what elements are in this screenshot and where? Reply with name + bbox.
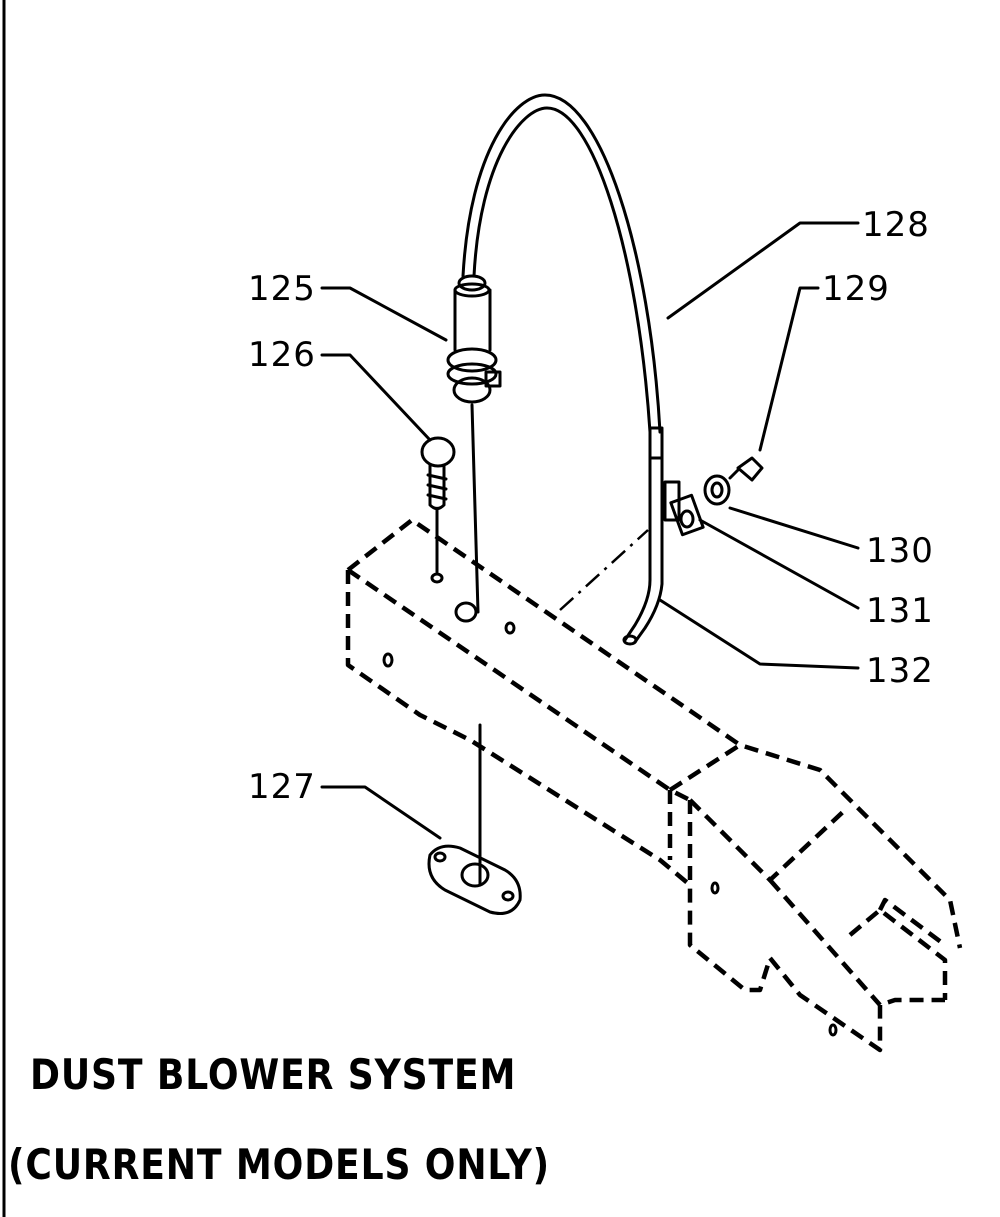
diagram-title: DUST BLOWER SYSTEM <box>30 1050 517 1099</box>
diagram-subtitle: (CURRENT MODELS ONLY) <box>8 1140 551 1189</box>
leader-lines <box>320 221 860 840</box>
part-132-tube <box>622 450 664 646</box>
label-125: 125 <box>248 269 316 309</box>
part-128-hose <box>461 93 664 460</box>
label-126: 126 <box>248 335 316 375</box>
frame-arm-dashed <box>345 517 963 1053</box>
hose-center-line <box>559 529 649 611</box>
label-128: 128 <box>862 205 930 245</box>
part-125-nozzle <box>446 274 502 614</box>
part-126-screw <box>420 436 456 574</box>
part-127-gasket <box>427 844 522 915</box>
label-127: 127 <box>248 767 316 807</box>
label-132: 132 <box>866 651 934 691</box>
label-129: 129 <box>822 269 890 309</box>
label-130: 130 <box>866 531 934 571</box>
label-131: 131 <box>866 591 934 631</box>
part-129-131-fittings <box>663 456 764 537</box>
